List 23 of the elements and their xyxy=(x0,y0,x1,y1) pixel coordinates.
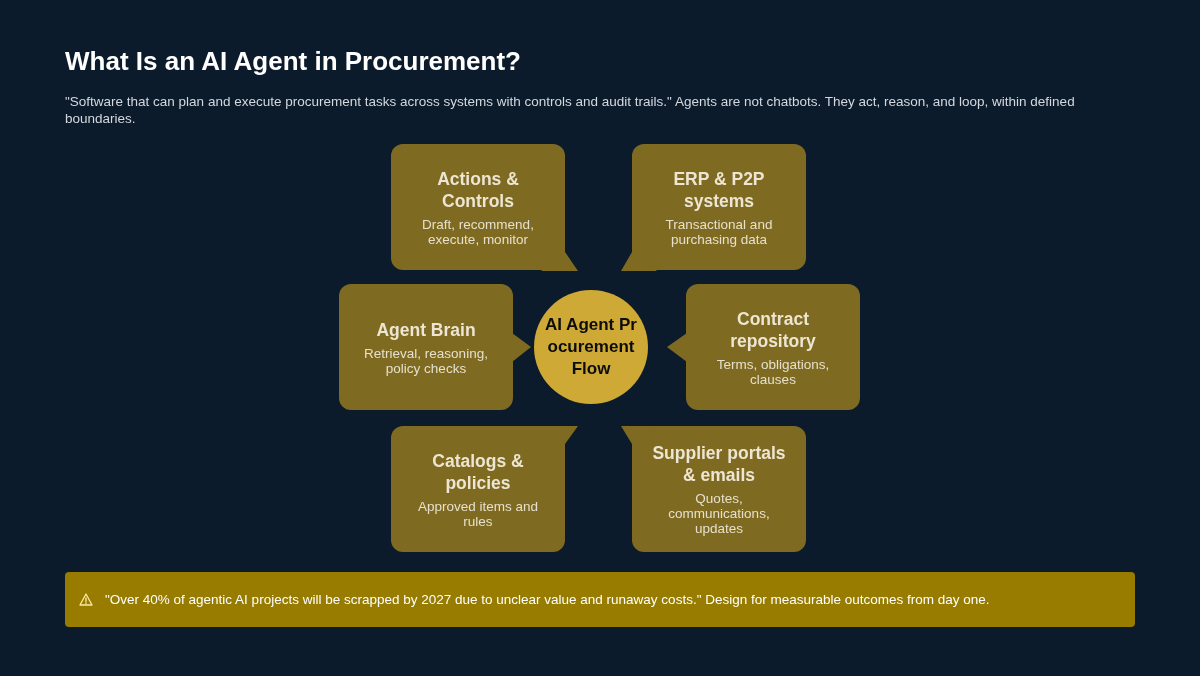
bubble-heading: Contract repository xyxy=(729,307,817,352)
bubble-description: Transactional and purchasing data xyxy=(664,216,774,247)
bubble-description: Quotes, communications, updates xyxy=(667,491,771,536)
bubble-heading: Agent Brain xyxy=(376,318,476,341)
speech-bubble xyxy=(667,284,860,411)
bubble-heading: Supplier portals & emails xyxy=(651,442,787,486)
bubble-heading: Actions & Controls xyxy=(436,167,520,212)
hub-label: AI Agent Procurement Flow xyxy=(544,314,638,380)
subtitle-text: "Software that can plan and execute procurement tasks across systems with controls and audit trails." Agents are not chatbots. They act, reason, and loop, within defined boundaries. xyxy=(65,93,1076,127)
slide-title: What Is an AI Agent in Procurement? xyxy=(65,46,521,77)
bubble-description: Retrieval, reasoning, policy checks xyxy=(363,345,489,376)
speech-bubble xyxy=(391,426,578,553)
bubble-description: Approved items and rules xyxy=(416,498,540,529)
bubble-heading: Catalogs & policies xyxy=(431,449,525,494)
speech-bubble xyxy=(621,144,806,271)
warning-banner xyxy=(65,572,1135,627)
speech-bubble xyxy=(391,144,578,271)
speech-bubble xyxy=(621,426,806,553)
bubble-heading: ERP & P2P systems xyxy=(672,167,766,212)
warning-text: "Over 40% of agentic AI projects will be scrapped by 2027 due to unclear value and runaway costs." Design for measurable outcomes from day one. xyxy=(105,591,990,608)
speech-bubble xyxy=(339,284,532,411)
bubble-description: Terms, obligations, clauses xyxy=(715,356,831,387)
bubble-description: Draft, recommend, execute, monitor xyxy=(421,216,535,247)
